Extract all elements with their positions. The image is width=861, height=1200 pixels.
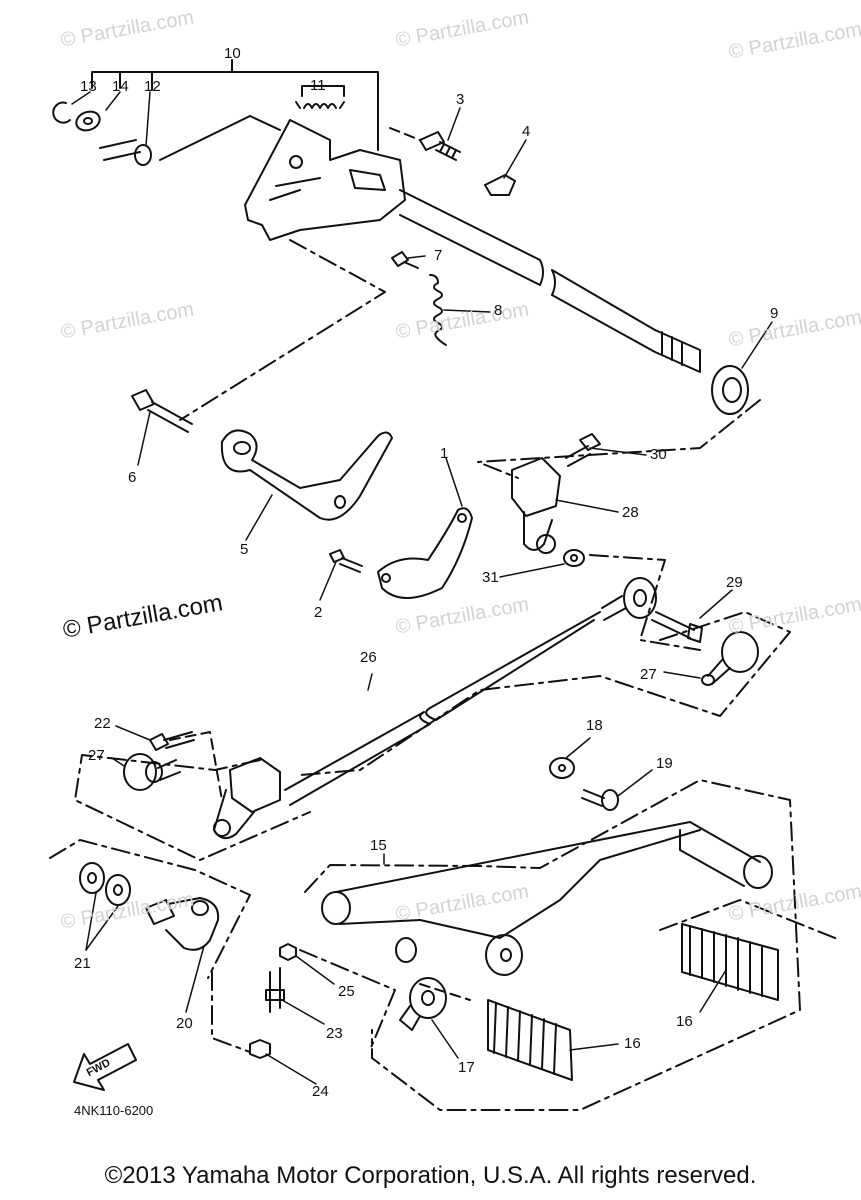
bolt-19: [581, 789, 619, 811]
callout-26: 26: [360, 649, 377, 666]
leader-dash-17: [419, 983, 471, 1001]
washers-21: [79, 862, 131, 906]
washer-31: [563, 549, 585, 567]
shift-arm-20: [145, 897, 220, 951]
leader-dash-15: [304, 779, 801, 1111]
leader-dash-10: [179, 239, 386, 421]
shift-arm-left: [213, 757, 281, 840]
callout-12: 12: [144, 78, 161, 95]
callout-22: 22: [94, 715, 111, 732]
bolt-6: [131, 389, 193, 433]
bolt-29: [651, 611, 703, 643]
callout-9: 9: [770, 305, 779, 322]
callout-2: 2: [314, 604, 323, 621]
callout-15: 15: [370, 837, 387, 854]
leader-dash-26c: [299, 611, 791, 776]
copyright-footer: ©2013 Yamaha Motor Corporation, U.S.A. A…: [104, 1162, 757, 1189]
callout-3: 3: [456, 91, 465, 108]
callout-18: 18: [586, 717, 603, 734]
callout-20: 20: [176, 1015, 193, 1032]
shift-lever-assembly: [159, 115, 701, 373]
shift-arm-28: [511, 457, 561, 554]
bolt-2: [329, 549, 363, 573]
callout-16: 16: [676, 1013, 693, 1030]
callout-6: 6: [128, 469, 137, 486]
shift-rod-26: [284, 577, 657, 806]
callout-31: 31: [482, 569, 499, 586]
fwd-arrow-icon: [73, 1043, 137, 1091]
callout-4: 4: [522, 123, 531, 140]
callout-13: 13: [80, 78, 97, 95]
circlip-13: [52, 101, 71, 124]
leader-dash-21: [49, 839, 251, 979]
leader-dash-26b: [74, 754, 311, 861]
stopper-lever-1: [377, 507, 473, 599]
callout-24: 24: [312, 1083, 329, 1100]
plate-4: [484, 174, 516, 196]
bolt-3: [419, 131, 461, 161]
callout-11: 11: [310, 77, 326, 94]
callout-19: 19: [656, 755, 673, 772]
callout-25: 25: [338, 983, 355, 1000]
bolt-30: [565, 433, 601, 467]
pedal-rubber-16-front: [487, 999, 573, 1081]
joint-27-left: [123, 753, 181, 791]
oil-seal-9: [711, 365, 749, 415]
callout-8: 8: [494, 302, 503, 319]
callout-16: 16: [624, 1035, 641, 1052]
callout-10: 10: [224, 45, 241, 62]
bolt-23: [265, 967, 285, 1013]
callout-14: 14: [112, 78, 129, 95]
leader-dash-26a: [589, 554, 701, 651]
spring-11: [295, 101, 345, 109]
washer-18: [549, 757, 575, 779]
callout-leaders: [71, 91, 773, 1085]
callout-29: 29: [726, 574, 743, 591]
callout-27: 27: [640, 666, 657, 683]
leader-dash-3: [389, 127, 421, 141]
callout-27: 27: [88, 747, 105, 764]
callout-28: 28: [622, 504, 639, 521]
collar-12: [99, 139, 152, 166]
spring-8: [429, 274, 447, 346]
leader-dash-24: [211, 971, 251, 1053]
callout-17: 17: [458, 1059, 475, 1076]
callout-7: 7: [434, 247, 443, 264]
leader-dash-25: [299, 949, 396, 1051]
leader-dash-22: [169, 731, 223, 801]
diagram-part-code: 4NK110-6200: [74, 1103, 154, 1118]
callout-1: 1: [440, 445, 449, 462]
shift-pedal-15: [321, 821, 773, 976]
bolt-22: [149, 731, 195, 751]
joint-27-right: [701, 631, 759, 686]
nut-25: [279, 943, 297, 961]
callout-23: 23: [326, 1025, 343, 1042]
shift-shaft-exploded-diagram: [49, 59, 841, 1111]
callout-21: 21: [74, 955, 91, 972]
callout-5: 5: [240, 541, 249, 558]
washer-14: [75, 110, 101, 132]
pedal-rubber-16-rear: [681, 923, 779, 1001]
leader-dash-16: [659, 899, 841, 941]
joint-17: [399, 977, 447, 1031]
callout-30: 30: [650, 446, 667, 463]
bracket-10: [91, 59, 379, 151]
nut-24: [249, 1039, 271, 1059]
arm-5: [220, 429, 393, 521]
bolt-7: [391, 251, 419, 269]
